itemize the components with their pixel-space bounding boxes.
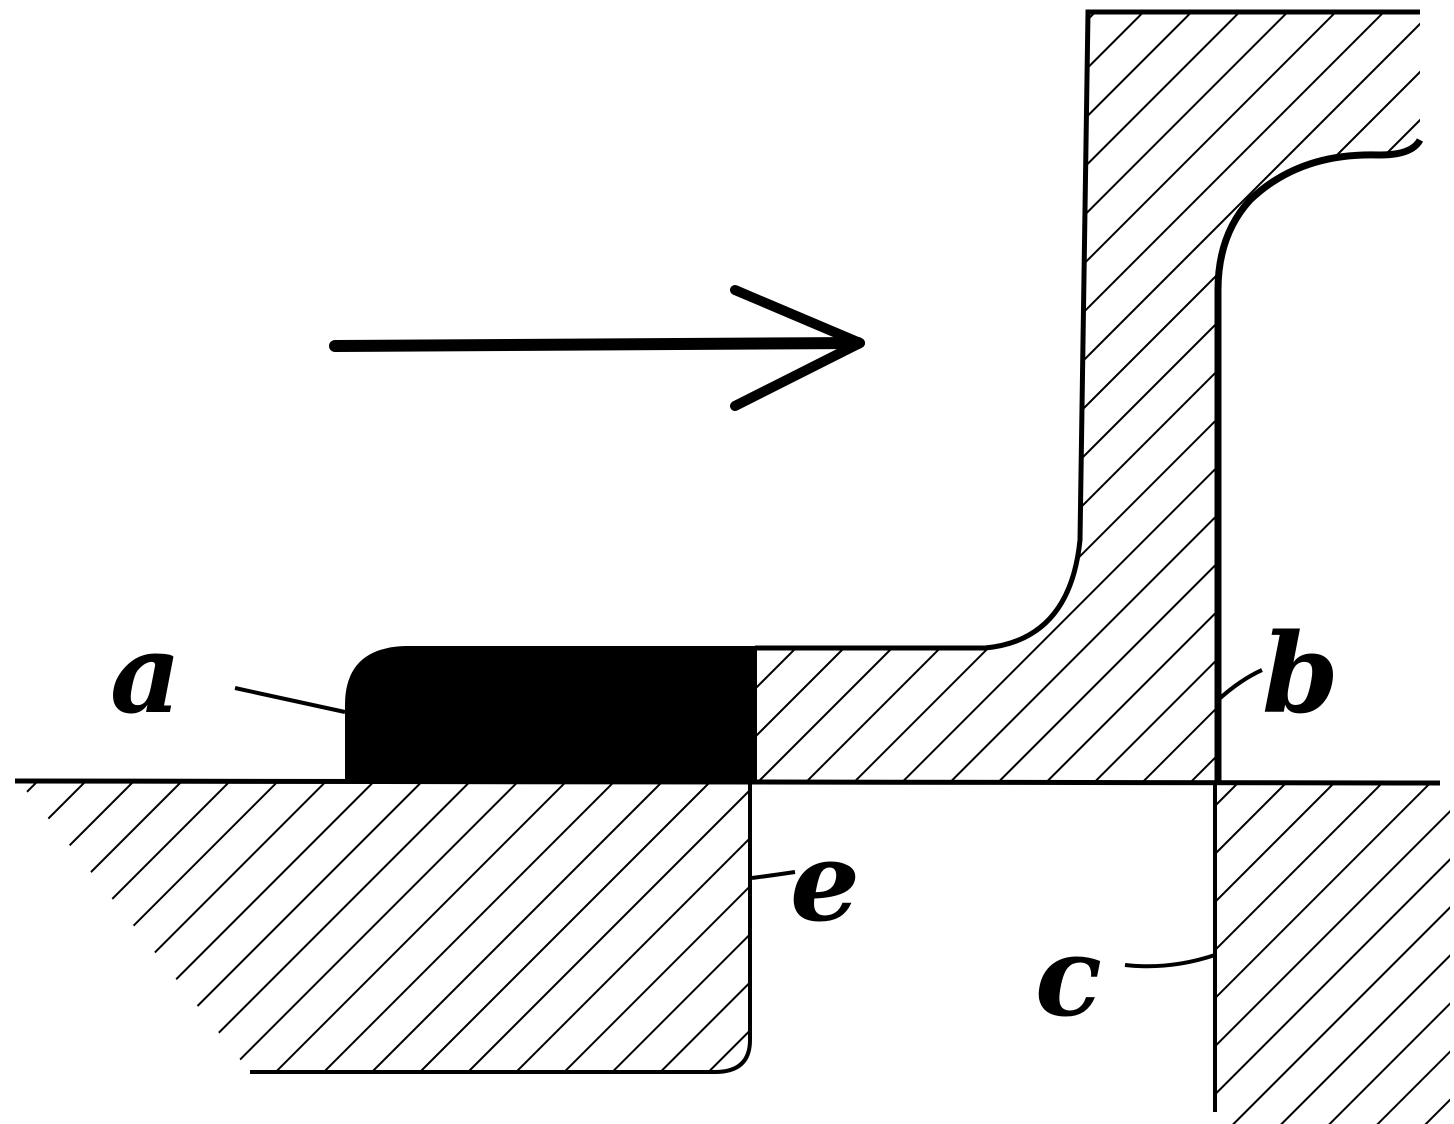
label-e: e (790, 817, 860, 946)
base-block-right (1213, 783, 1450, 1124)
label-a: a (110, 609, 181, 738)
leader-lines (234, 668, 1263, 969)
label-c: c (1035, 912, 1102, 1041)
label-b: b (1262, 609, 1339, 738)
base-block-left (20, 783, 752, 1074)
ground-line (14, 778, 1441, 786)
hatched-rail (753, 9, 1424, 783)
black-block-a (345, 646, 755, 780)
direction-arrow-icon (329, 285, 865, 411)
